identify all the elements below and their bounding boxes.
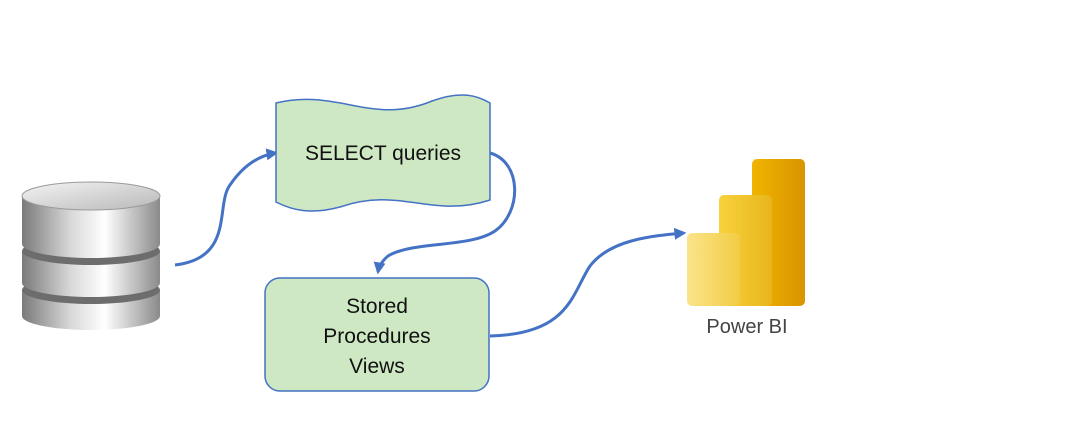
select-queries-label: SELECT queries: [305, 142, 461, 165]
select-queries-node: SELECT queries: [275, 94, 491, 212]
stored-procedures-label-line-2: Procedures: [323, 325, 430, 348]
stored-procedures-label-line-1: Stored: [346, 295, 408, 318]
connector-select-to-stored-procedures: [373, 151, 517, 275]
powerbi-logo-icon: [687, 159, 805, 306]
connector-database-to-select: [174, 148, 279, 267]
stored-procedures-views-node: Stored Procedures Views: [264, 277, 490, 392]
stored-procedures-label-line-3: Views: [349, 355, 405, 378]
powerbi-label: Power BI: [706, 316, 787, 338]
connector-stored-procedures-to-powerbi: [489, 227, 687, 338]
database-icon: [21, 181, 161, 330]
